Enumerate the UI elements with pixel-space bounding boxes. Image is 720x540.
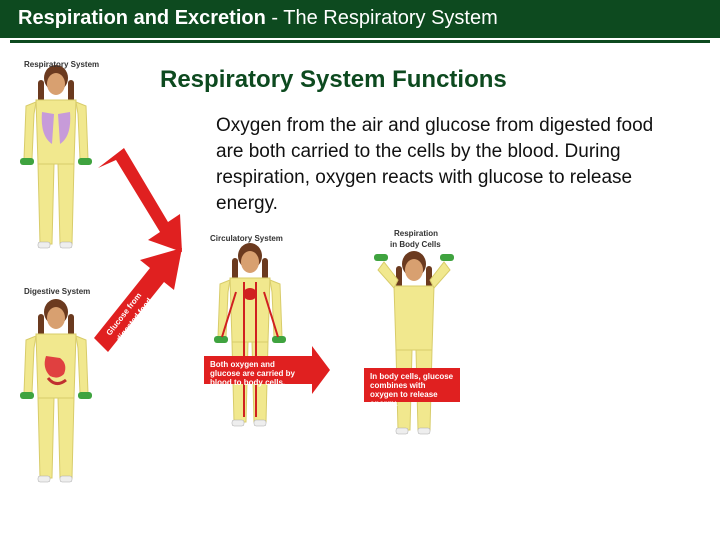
respiratory-label: Respiratory System [24,60,99,69]
slide-title: Respiratory System Functions [160,66,507,93]
cells-callout: In body cells, glucose combines with oxy… [364,368,460,408]
digestive-person [19,298,93,483]
circulatory-person [213,242,287,427]
header-bar: Respiration and Excretion - The Respirat… [0,0,720,38]
respiration-label-2: in Body Cells [390,240,441,249]
oxygen-arrow: Oxygen from air [98,148,182,252]
respiratory-person [19,64,93,249]
body-text: Oxygen from the air and glucose from dig… [216,115,654,214]
body-cells-person [374,250,454,435]
circulatory-label: Circulatory System [210,234,283,243]
glucose-arrow: Glucose from digested food [94,248,182,352]
blood-arrow [204,346,330,394]
header-rule [10,40,710,43]
header-title: Respiration and Excretion - The Respirat… [18,7,498,29]
blood-callout: Both oxygen and glucose are carried by b… [210,360,295,387]
digestive-label: Digestive System [24,287,90,296]
respiration-label-1: Respiration [394,229,438,238]
